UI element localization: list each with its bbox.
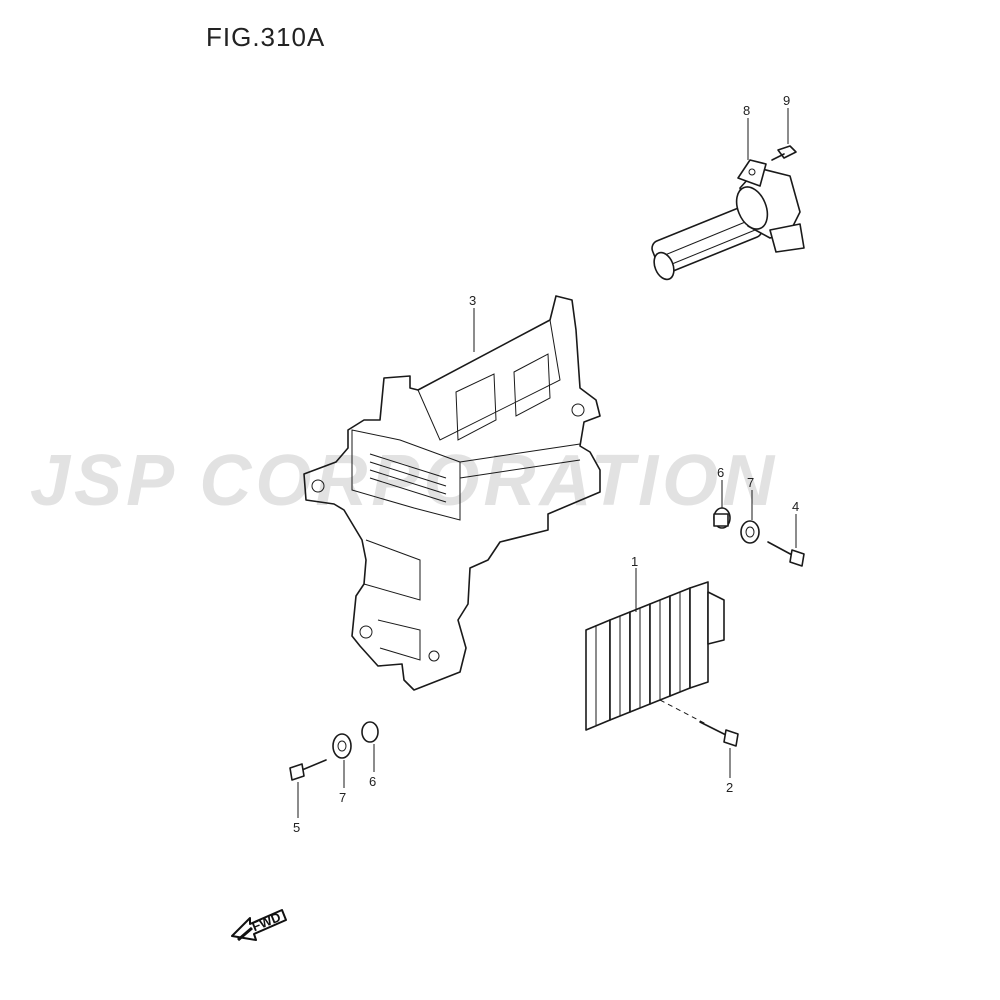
grommet-part-7-upper [740,520,760,544]
callout-3: 3 [469,293,476,308]
callout-1: 1 [631,554,638,569]
grommet-part-7-lower [332,733,352,759]
callout-4: 4 [792,499,799,514]
fwd-arrow-icon: FWD [231,909,287,942]
watermark-text: JSP CORPORATION [30,441,779,521]
callout-8: 8 [743,103,750,118]
regulator-part [585,581,725,731]
callout-6-upper: 6 [717,465,724,480]
bolt-part-2 [699,721,739,747]
fwd-label: FWD [250,909,283,934]
collar-part-6-lower [361,721,379,743]
bolt-part-4 [767,541,805,567]
figure-title: FIG.310A [206,22,326,52]
callout-7-upper: 7 [747,475,754,490]
callout-6-lower: 6 [369,774,376,789]
bracket-part [303,295,601,691]
collar-part-6-upper [713,507,731,529]
callout-9: 9 [783,93,790,108]
ignition-coil-part [651,159,805,281]
callout-2: 2 [726,780,733,795]
bolt-part-9 [771,145,797,161]
callout-5: 5 [293,820,300,835]
bolt-part-5 [289,759,327,781]
callout-7-lower: 7 [339,790,346,805]
